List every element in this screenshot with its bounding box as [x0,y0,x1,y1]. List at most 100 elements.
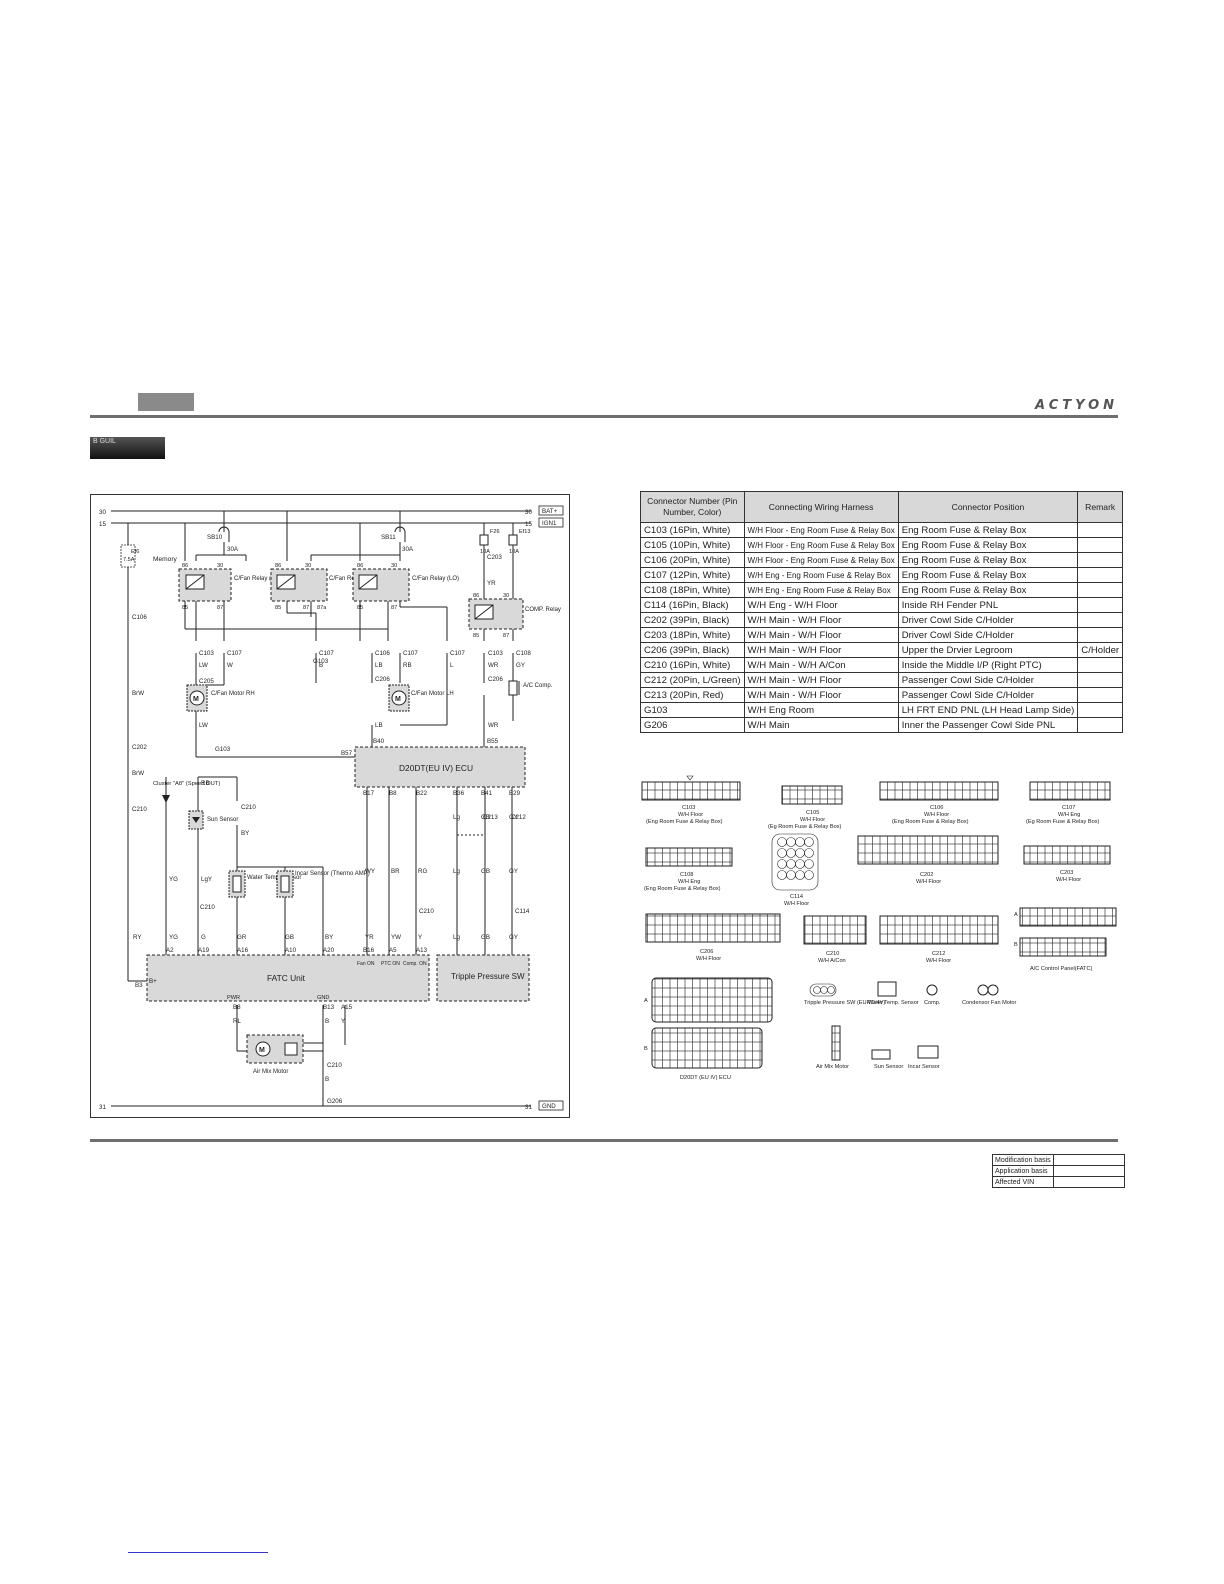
ecu-row-b: B [644,1046,648,1052]
wire-lw-2: LW [199,722,208,729]
ecu-pin-b22: B22 [416,790,428,797]
cell: W/H Main [743,717,899,733]
cell: LH FRT END PNL (LH Head Lamp Side) [897,702,1079,718]
cell: C105 (10Pin, White) [640,537,745,553]
ac-panel-b-pinout [1019,937,1107,957]
cell: C210 (16Pin, White) [640,657,745,673]
c106-name: C106 [930,805,943,811]
ecu-pin-b57: B57 [341,750,353,757]
c107-b: C107 [319,650,334,657]
pin-85-lo: 85 [357,605,363,611]
ecu-pin-b36: B36 [453,790,465,797]
cell: Eng Room Fuse & Relay Box [897,537,1079,553]
table-row: Modification basis [992,1154,1125,1166]
fatc-comp-on: Comp. ON [403,961,427,967]
cell [1077,567,1124,583]
relay-mid-label: C/Fan Relay [329,576,362,582]
cell: Eng Room Fuse & Relay Box [897,522,1079,538]
c202-name: C202 [920,872,933,878]
cell: W/H Eng - W/H Floor [743,597,899,613]
vin-label: Affected VIN [992,1176,1054,1188]
f26-rating: 10A [480,549,490,555]
cell: C103 (16Pin, White) [640,522,745,538]
fatc-pwr: PWR [227,995,240,1001]
col-position: Connector Position [897,491,1079,523]
ac-panel-a-pinout [1019,907,1117,927]
sun-pinout [871,1049,891,1060]
cell: W/H Floor - Eng Room Fuse & Relay Box [743,522,899,538]
c105-name: C105 [806,810,819,816]
relay-comp-label: COMP. Relay [525,607,561,613]
cell: G206 [640,717,745,733]
air-mix-pinout [831,1025,841,1061]
c205: C205 [199,678,214,685]
connector-pinouts: C103 W/H Floor (Eng Room Fuse & Relay Bo… [640,772,1120,1084]
wire-y-2: Y [341,1018,345,1025]
svg-text:M: M [193,696,199,703]
c114-pinout [771,833,819,891]
wire-gy: GY [516,662,525,669]
c106-harness: W/H Floor [924,812,949,818]
link-underline [128,1552,268,1553]
gnd-tag: GND [542,1103,556,1110]
table-row: C108 (18Pin, White)W/H Eng - Eng Room Fu… [640,582,1124,598]
table-row: Affected VIN [992,1176,1125,1188]
sb11-label: SB11 [381,534,396,541]
cell [1077,597,1124,613]
cell: Eng Room Fuse & Relay Box [897,582,1079,598]
fatc-pin-b13: B13 [323,1004,335,1011]
cell: Driver Cowl Side C/Holder [897,612,1079,628]
fatc-pin-a16: A16 [237,947,249,954]
table-row: C103 (16Pin, White)W/H Floor - Eng Room … [640,522,1124,538]
ign-tag: IGN1 [542,520,557,527]
c202-harness: W/H Floor [916,879,941,885]
c106-left: C106 [132,614,147,621]
col-remark: Remark [1077,491,1124,523]
wire-gy-3: GY [509,868,518,875]
relay-mid: 86 30 85 87 87a [270,563,328,611]
cluster-label: Cluster "A8" (Speed OUT) [153,781,220,787]
c103-a: C103 [199,650,214,657]
wire-lb: LB [375,662,383,669]
c107-box: (Eg Room Fuse & Relay Box) [1026,819,1100,825]
relay-hi-label: C/Fan Relay (HI) [234,576,279,582]
ecu-pin-b29: B29 [509,790,521,797]
cell: C213 (20Pin, Red) [640,687,745,703]
wiring-diagram: 30 15 31 30 15 31 BAT+ IGN1 GND Ef6 7.5A… [90,494,570,1118]
wire-lg-2: Lg [453,868,460,875]
pin-86-lo: 86 [357,563,363,569]
pin-86-comp: 86 [473,593,479,599]
pin-85-mid: 85 [275,605,281,611]
fatc-pin-a5: A5 [389,947,397,954]
tripple-pressure-pinout [809,983,837,997]
pin-30-lo: 30 [391,563,397,569]
mod-basis-value [1052,1154,1125,1166]
cell [1077,522,1124,538]
c108-name: C108 [680,872,693,878]
fan-pinout [977,984,989,996]
ecu-pin-b8: B8 [389,790,397,797]
rail-31-label-right: 31 [525,1104,532,1111]
table-row: Application basis [992,1165,1125,1177]
wire-gr: GR [237,934,247,941]
pin-87-lo: 87 [391,605,397,611]
c203-fuse: C203 [487,554,502,561]
table-row: C105 (10Pin, White)W/H Floor - Eng Room … [640,537,1124,553]
wire-rb: RB [403,662,412,669]
c210-harness: W/H A/Con [818,958,846,964]
c103-box: (Eng Room Fuse & Relay Box) [646,819,723,825]
memory-label: Memory [153,556,178,563]
fatc-box [146,954,430,1002]
cell: C206 (39Pin, Black) [640,642,745,658]
cell: W/H Main - W/H Floor [743,672,899,688]
cell: C212 (20Pin, L/Green) [640,672,745,688]
c103-pinout [641,781,741,801]
wire-b-2: B [325,1018,329,1025]
c206-pinout [645,913,781,943]
fatc-pin-a15: A15 [341,1004,353,1011]
wire-yr: YR [487,580,496,587]
wire-yw: YW [391,934,401,941]
pin-86-mid: 86 [275,563,281,569]
